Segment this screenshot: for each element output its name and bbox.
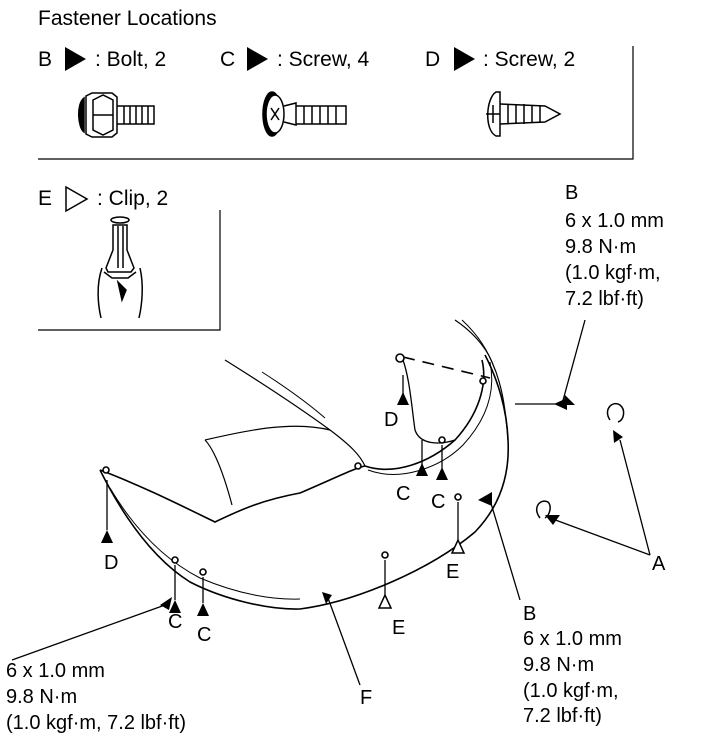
callout-c-mid2: C [431,491,445,513]
torque-spec-top-right: B 6 x 1.0 mm 9.8 N·m (1.0 kgf·m, 7.2 lbf… [565,182,664,310]
legend-e-letter: E [38,187,52,210]
screw-c-marker [169,600,181,613]
legend-bolt: B : Bolt, 2 [38,47,166,71]
leader-lines [11,319,651,686]
spec-bottom-right-line: (1.0 kgf·m, [523,680,619,702]
fastener-markers [101,392,567,616]
callout-f: F [360,687,372,709]
filled-triangle-icon [65,47,86,71]
clip-e-marker [450,538,466,554]
callout-c-mid1: C [396,483,410,505]
washer-head-screw-icon [262,91,347,137]
tapping-screw-icon [486,91,562,137]
spec-top-right-line: 6 x 1.0 mm [565,210,664,232]
clip-legend-box-border [38,210,221,331]
leader-arrowheads [160,395,623,610]
spec-top-right-line: 7.2 lbf·ft) [565,288,644,310]
screw-c-marker [436,467,448,480]
callout-c-low2: C [197,624,211,646]
callout-c-low1: C [168,611,182,633]
screw-c-marker [416,463,428,476]
callout-e-low: E [392,617,405,639]
spec-bottom-right-line: 6 x 1.0 mm [523,628,622,650]
screw-d-marker [101,530,113,543]
clip-e-marker [377,593,393,609]
bolt-b-marker [554,398,567,410]
flange-bolt-icon [78,92,155,138]
spec-bottom-left-line: (1.0 kgf·m, 7.2 lbf·ft) [6,712,186,734]
hook-part-a [536,403,625,519]
torque-spec-bottom-left: 6 x 1.0 mm 9.8 N·m (1.0 kgf·m, 7.2 lbf·f… [6,660,186,734]
bolt-b-marker [478,492,492,506]
screw-d-marker [397,392,409,405]
callout-a: A [652,553,666,575]
legend-c-letter: C [220,48,235,71]
spec-bottom-right-line: 7.2 lbf·ft) [523,705,602,727]
spec-bottom-right-label: B [523,603,536,625]
spec-top-right-label: B [565,182,578,204]
spec-bottom-left-line: 6 x 1.0 mm [6,660,105,682]
bumper-cover-illustration [99,319,510,610]
screw-c-marker [197,603,209,616]
spec-bottom-right-line: 9.8 N·m [523,654,594,676]
spec-top-right-line: 9.8 N·m [565,236,636,258]
spec-bottom-left-line: 9.8 N·m [6,686,77,708]
diagram-title: Fastener Locations [38,7,217,30]
filled-triangle-icon [247,47,268,71]
legend-b-letter: B [38,48,52,71]
callout-d-upper: D [384,409,398,431]
outline-triangle-icon [65,185,89,213]
callout-e-right: E [446,561,459,583]
legend-e-text: : Clip, 2 [97,187,168,210]
spec-top-right-line: (1.0 kgf·m, [565,262,661,284]
legend-screw-d: D : Screw, 2 [425,47,575,71]
legend-d-text: : Screw, 2 [483,48,575,71]
torque-spec-bottom-right: B 6 x 1.0 mm 9.8 N·m (1.0 kgf·m, 7.2 lbf… [523,603,622,727]
legend-c-text: : Screw, 4 [277,48,370,71]
callout-d-left: D [104,552,118,574]
legend-b-text: : Bolt, 2 [95,48,166,71]
clip-icon [97,216,143,319]
legend-screw-c: C : Screw, 4 [220,47,370,71]
filled-triangle-icon [454,47,475,71]
legend-d-letter: D [425,48,440,71]
legend-clip: E : Clip, 2 [38,185,168,213]
legend-box-border [38,46,634,160]
